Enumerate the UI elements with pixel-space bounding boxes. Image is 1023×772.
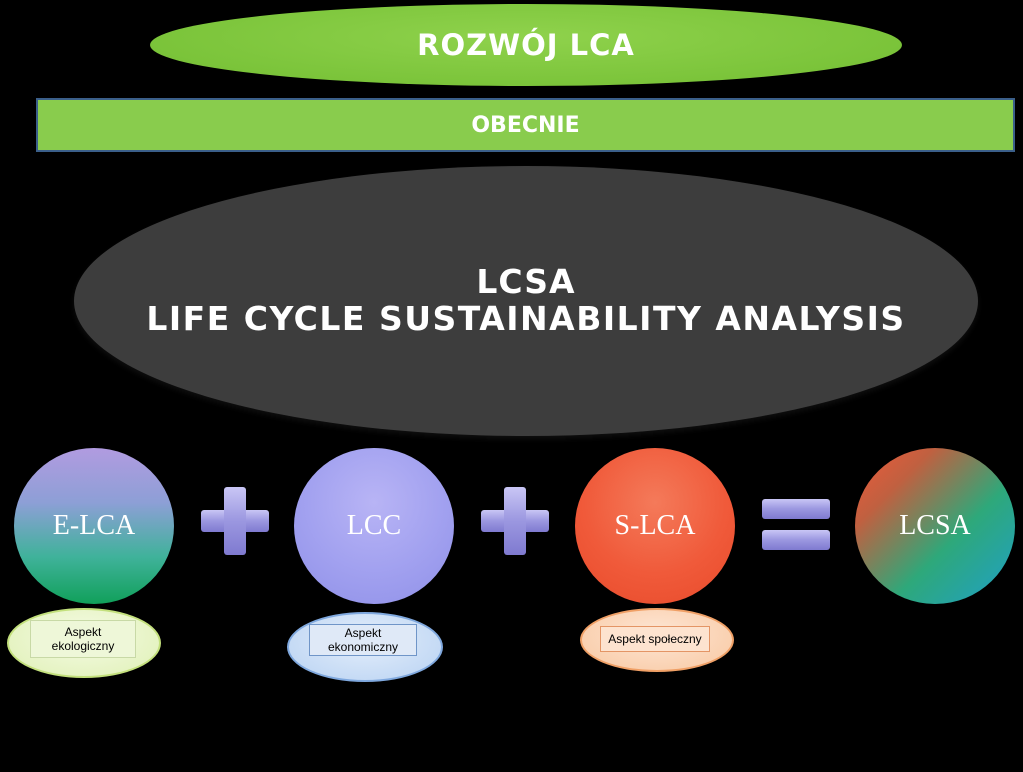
title-ellipse: ROZWÓJ LCA — [150, 4, 902, 86]
diagram-title: ROZWÓJ LCA — [417, 28, 635, 62]
node-slca: S-LCA — [575, 448, 735, 604]
aspect-economic-line2: ekonomiczny — [327, 640, 399, 654]
subheader-bar: OBECNIE — [36, 98, 1015, 152]
aspect-economic-line1: Aspekt — [344, 626, 382, 640]
aspect-economic-label: Aspekt ekonomiczny — [309, 624, 417, 656]
node-lcc: LCC — [294, 448, 454, 604]
aspect-social-text: Aspekt społeczny — [608, 632, 702, 646]
subheader-label: OBECNIE — [471, 112, 580, 138]
node-lcsa-label: LCSA — [899, 510, 971, 541]
aspect-ecological-line1: Aspekt — [64, 625, 102, 639]
central-title: LCSA — [476, 262, 576, 301]
node-elca: E-LCA — [14, 448, 174, 604]
node-lcc-label: LCC — [346, 510, 402, 541]
node-elca-label: E-LCA — [52, 510, 136, 541]
node-slca-label: S-LCA — [614, 510, 696, 541]
node-lcsa: LCSA — [855, 448, 1015, 604]
central-subtitle: LIFE CYCLE SUSTAINABILITY ANALYSIS — [146, 299, 906, 338]
aspect-ecological-line2: ekologiczny — [51, 639, 115, 653]
aspect-social-label: Aspekt społeczny — [600, 626, 710, 652]
aspect-ecological-label: Aspekt ekologiczny — [30, 620, 136, 658]
central-ellipse — [74, 166, 978, 436]
